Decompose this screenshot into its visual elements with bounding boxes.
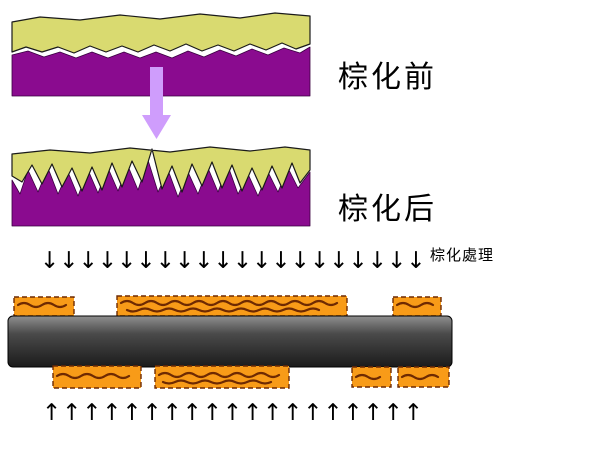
- down-arrow-icon: ↓: [136, 248, 156, 274]
- up-arrow-icon: ↑: [222, 400, 243, 426]
- down-arrow-icon: ↓: [329, 248, 349, 274]
- oxide-texture: [125, 307, 321, 313]
- copper-strip-bottom-right1: [351, 366, 392, 388]
- down-arrow-icon: ↓: [78, 248, 98, 274]
- down-arrow-icon: ↓: [271, 248, 291, 274]
- copper-strip-top-middle: [116, 295, 348, 317]
- before-browning-label: 棕化前: [338, 60, 437, 95]
- oxide-texture: [354, 373, 382, 381]
- up-arrow-icon: ↑: [343, 400, 363, 426]
- oxide-texture: [55, 372, 131, 380]
- down-arrow-icon: ↓: [309, 248, 330, 274]
- up-arrow-icon: ↑: [383, 400, 403, 426]
- oxide-texture: [395, 301, 435, 309]
- down-arrow-icon: ↓: [117, 248, 137, 274]
- oxide-texture: [157, 371, 281, 379]
- up-arrow-icon: ↑: [303, 400, 323, 426]
- up-arrow-icon: ↑: [102, 400, 122, 426]
- pcb-cross-section: [7, 295, 453, 389]
- up-arrow-icon: ↑: [62, 400, 82, 426]
- before-resin-layer: [11, 12, 311, 54]
- up-arrow-icon: ↑: [42, 400, 62, 426]
- down-arrow-icon: ↓: [387, 248, 407, 274]
- up-arrow-icon: ↑: [182, 400, 202, 426]
- copper-strip-bottom-right2: [397, 366, 450, 388]
- oxide-texture: [16, 301, 68, 309]
- down-arrow-icon: ↓: [174, 248, 195, 274]
- up-arrow-icon: ↑: [363, 400, 383, 426]
- up-arrow-icon: ↑: [82, 400, 102, 426]
- down-arrow-icon: ↓: [213, 248, 233, 274]
- up-arrow-icon: ↑: [323, 400, 343, 426]
- down-arrow-icon: ↓: [406, 248, 426, 274]
- down-arrow-icon: ↓: [348, 248, 368, 274]
- up-arrow-icon: ↑: [242, 400, 263, 426]
- up-arrow-icon: ↑: [142, 400, 162, 426]
- after-browning-label: 棕化后: [338, 192, 437, 227]
- up-arrow-icon: ↑: [263, 400, 283, 426]
- up-arrow-row: ↑↑↑↑↑↑↑↑↑↑↑↑↑↑↑↑↑↑↑: [42, 402, 423, 425]
- down-arrow-icon: ↓: [367, 248, 388, 274]
- down-arrow-icon: ↓: [194, 248, 214, 274]
- core-bar: [7, 315, 453, 368]
- down-arrow-row: ↓↓↓↓↓↓↓↓↓↓↓↓↓↓↓↓↓↓↓↓: [40, 248, 426, 274]
- after-diagram: [11, 146, 311, 227]
- down-arrow-icon: ↓: [97, 248, 118, 274]
- up-arrow-icon: ↑: [202, 400, 223, 426]
- up-arrow-icon: ↑: [122, 400, 142, 426]
- up-arrow-icon: ↑: [162, 400, 182, 426]
- oxide-texture: [161, 379, 273, 385]
- oxide-texture: [400, 373, 440, 381]
- down-arrow-icon: ↓: [252, 248, 272, 274]
- oxide-texture: [119, 299, 339, 307]
- down-arrow-icon: ↓: [40, 248, 60, 274]
- down-arrow-icon: ↓: [290, 248, 310, 274]
- down-arrow-icon: ↓: [155, 248, 175, 274]
- down-arrow-icon: ↓: [59, 248, 79, 274]
- process-arrow-icon: [142, 67, 171, 139]
- after-resin-layer: [11, 146, 311, 193]
- up-arrow-icon: ↑: [283, 400, 303, 426]
- down-arrow-icon: ↓: [232, 248, 253, 274]
- up-arrow-icon: ↑: [403, 400, 423, 426]
- browning-treatment-label: 棕化處理: [430, 246, 495, 264]
